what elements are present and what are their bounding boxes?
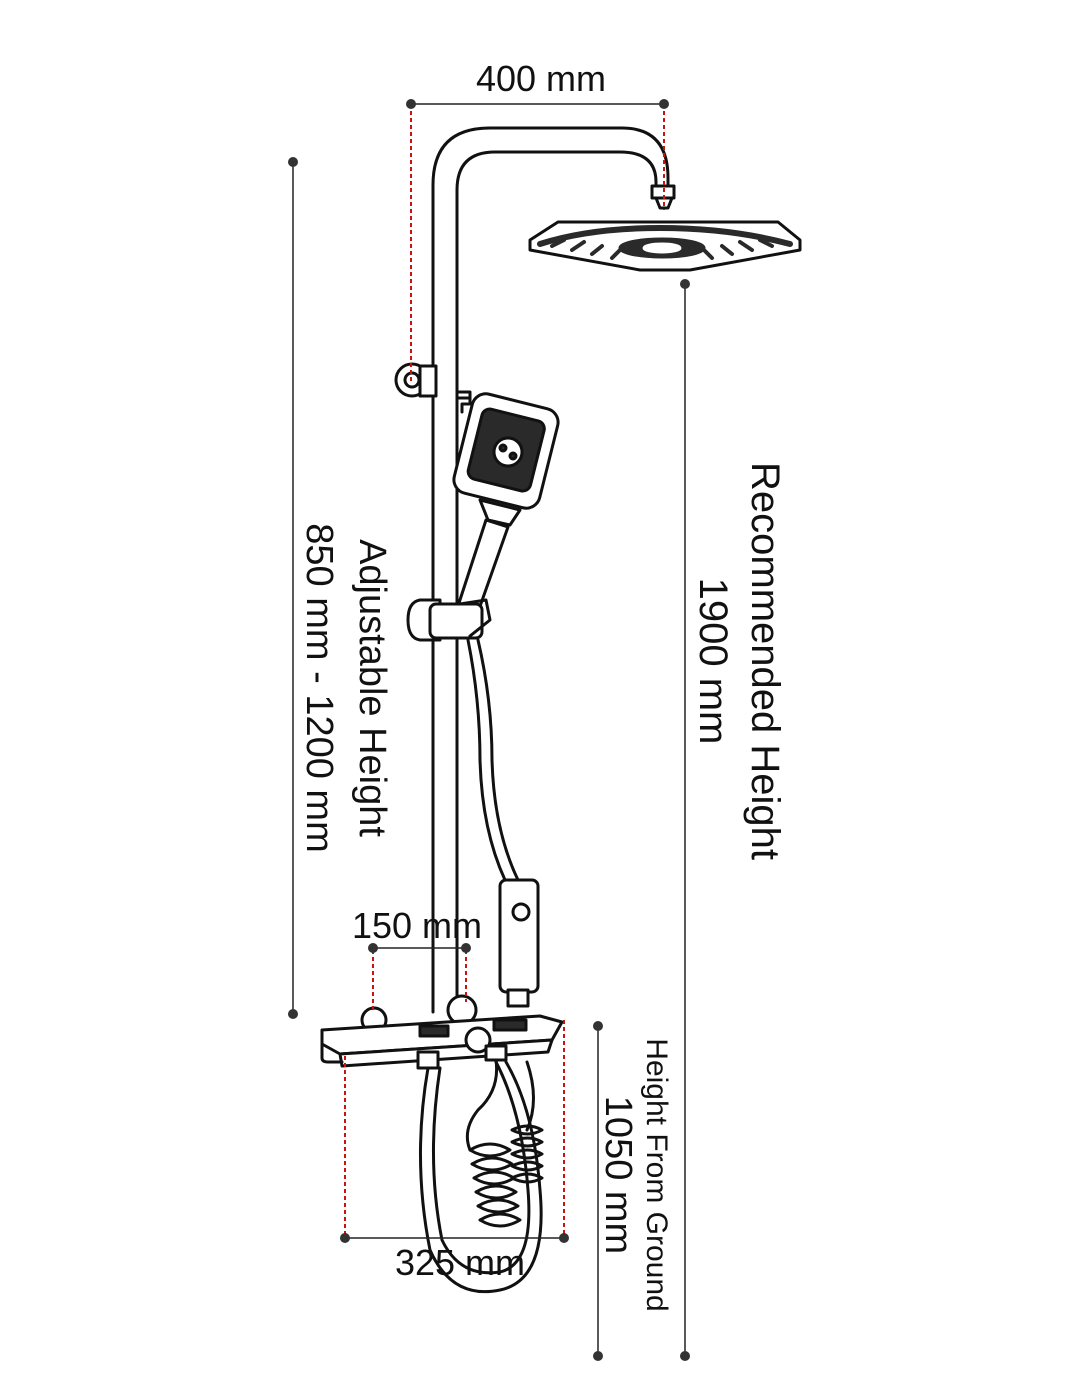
label-recommended-title: Recommended Height: [743, 462, 787, 860]
diverter-clip: [455, 390, 472, 414]
hand-shower-hose: [466, 638, 507, 882]
endpoint: [659, 99, 669, 109]
endpoint: [461, 943, 471, 953]
endpoint: [593, 1351, 603, 1361]
endpoint: [680, 279, 690, 289]
label-ground-value: 1050 mm: [597, 1096, 639, 1254]
coiled-bidet-hose: [465, 1058, 544, 1228]
endpoint: [368, 943, 378, 953]
endpoint: [288, 157, 298, 167]
endpoint: [406, 99, 416, 109]
endpoint: [680, 1351, 690, 1361]
endpoint: [593, 1021, 603, 1031]
hand-shower: [452, 392, 560, 614]
dimension-lines: [292, 103, 686, 1356]
label-adjustable-value: 850 mm - 1200 mm: [298, 523, 340, 852]
shower-system-drawing: [320, 126, 802, 1294]
bidet-sprayer: [498, 878, 540, 1008]
dimension-endpoints: [288, 99, 690, 1361]
thermostatic-shelf: [320, 1014, 564, 1068]
label-mixer-spacing: 150 mm: [352, 905, 482, 946]
slide-holder: [406, 598, 492, 642]
label-recommended-value: 1900 mm: [691, 578, 735, 745]
label-ground-title: Height From Ground: [640, 1038, 673, 1311]
label-top-width: 400 mm: [476, 58, 606, 99]
label-shelf-width: 325 mm: [395, 1242, 525, 1283]
riser-pipe-inner: [455, 150, 658, 1014]
endpoint: [288, 1009, 298, 1019]
guide-lines: [344, 104, 665, 1238]
endpoint: [340, 1233, 350, 1243]
endpoint: [559, 1233, 569, 1243]
label-adjustable-title: Adjustable Height: [351, 539, 393, 837]
